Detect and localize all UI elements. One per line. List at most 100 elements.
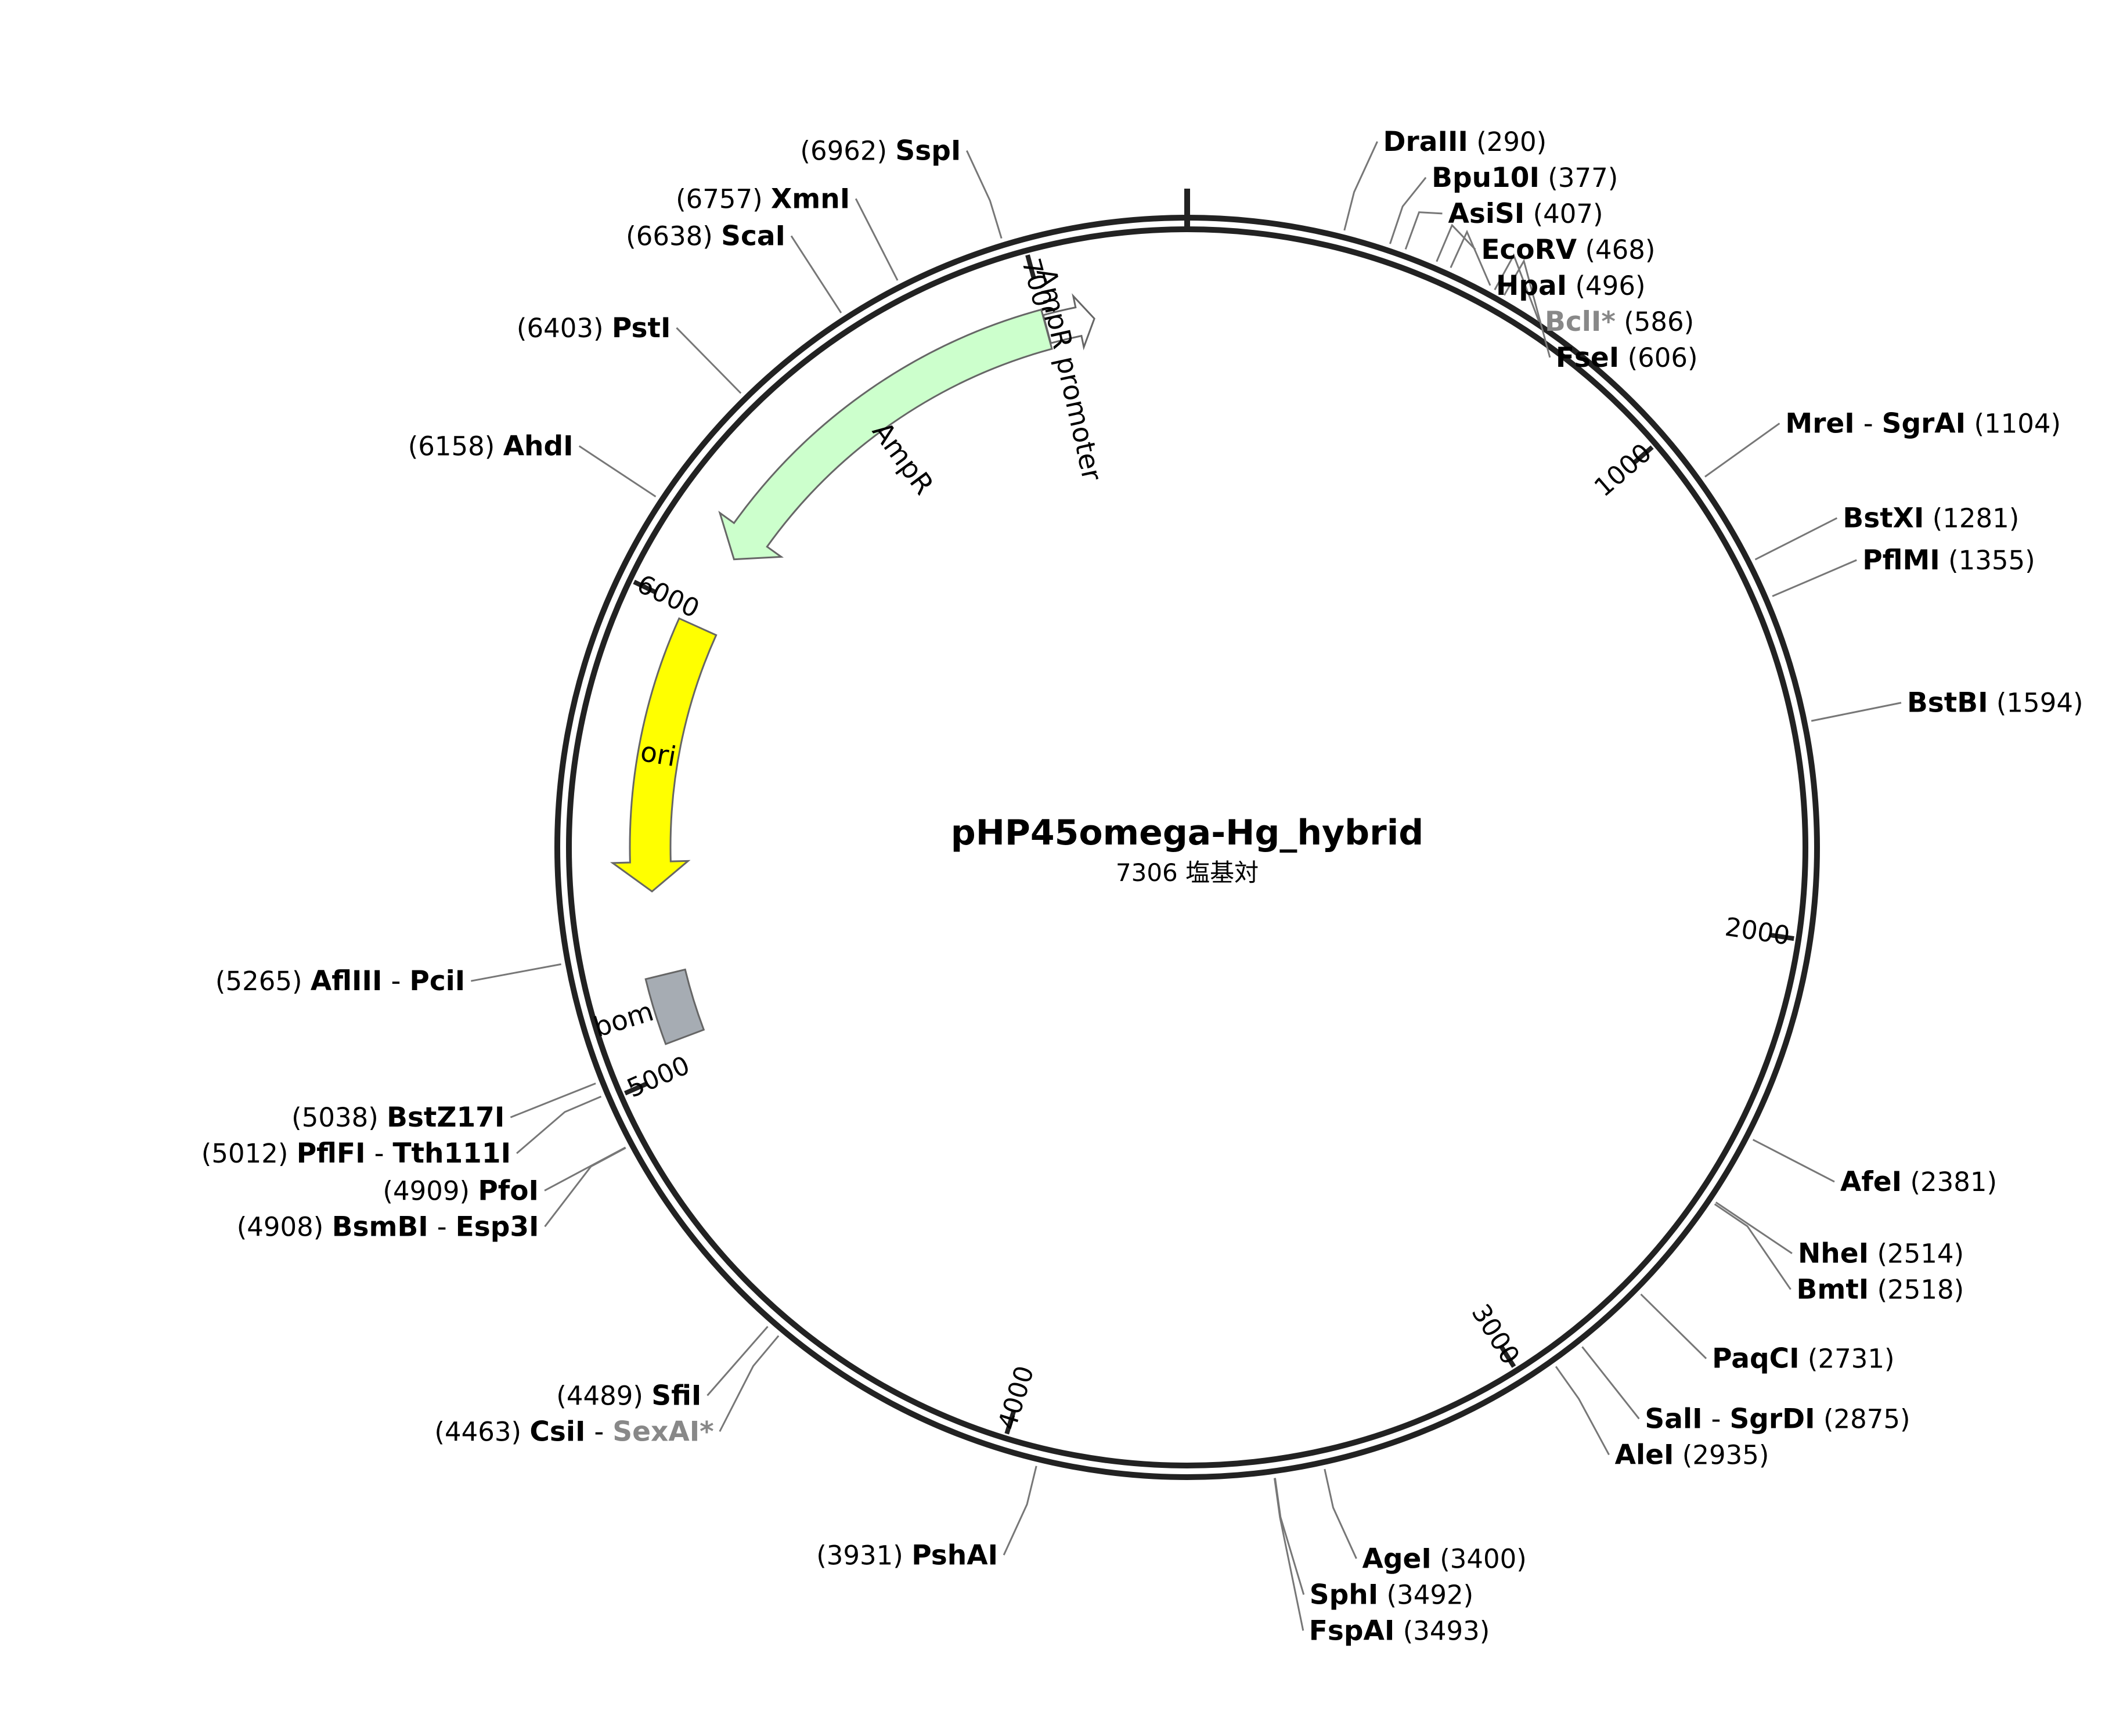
site-agei: AgeI (3400) xyxy=(1362,1543,1526,1575)
site-asisi: AsiSI (407) xyxy=(1448,198,1603,230)
site-draiii: DraIII (290) xyxy=(1383,126,1547,158)
site-leader-line xyxy=(1715,1201,1793,1254)
site-name: BstBI xyxy=(1907,687,1988,719)
site-name: Bpu10I xyxy=(1432,162,1540,194)
site-name: BsmBI xyxy=(332,1211,428,1243)
site-name: PflFI xyxy=(297,1138,366,1170)
site-position: (4463) xyxy=(434,1416,521,1447)
spacer xyxy=(378,1102,387,1133)
site-sali-sgrdi: SalI - SgrDI (2875) xyxy=(1645,1403,1910,1435)
tick-label: 2000 xyxy=(1723,912,1791,951)
site-leader-line xyxy=(1389,176,1427,244)
tick-mark xyxy=(624,1081,647,1096)
site-afei: AfeI (2381) xyxy=(1840,1166,1997,1198)
tick-mark xyxy=(1633,445,1654,464)
site-psti: (6403) PstI xyxy=(517,312,671,344)
site-name: Tth111I xyxy=(392,1138,511,1170)
site-sphi: SphI (3492) xyxy=(1310,1579,1473,1611)
site-bstz17i: (5038) BstZ17I xyxy=(291,1102,504,1134)
site-scai: (6638) ScaI xyxy=(626,220,785,252)
site-name: PflMI xyxy=(1862,544,1940,576)
site-name: DraIII xyxy=(1383,126,1468,158)
site-leader-line xyxy=(1752,1139,1835,1183)
site-position: (1281) xyxy=(1933,503,2020,534)
site-position: (586) xyxy=(1624,306,1694,337)
site-bpu10i: Bpu10I (377) xyxy=(1432,162,1618,194)
spacer xyxy=(1394,1615,1403,1646)
site-position: (5038) xyxy=(291,1102,378,1133)
site-csii-sexai: (4463) CsiI - SexAI* xyxy=(434,1416,713,1448)
site-position: (3400) xyxy=(1440,1543,1527,1574)
site-position: (6158) xyxy=(408,431,495,462)
site-fspai: FspAI (3493) xyxy=(1309,1615,1490,1647)
tick-mark xyxy=(633,579,656,594)
site-position: (6757) xyxy=(676,183,763,214)
spacer xyxy=(302,966,311,997)
site-pshai: (3931) PshAI xyxy=(816,1539,998,1571)
site-name: PfoI xyxy=(478,1175,539,1207)
spacer xyxy=(288,1138,296,1169)
site-position: (377) xyxy=(1548,163,1618,193)
spacer xyxy=(713,221,721,251)
spacer xyxy=(643,1380,651,1411)
site-position: (2381) xyxy=(1910,1167,1997,1197)
site-name-separator: - xyxy=(1703,1403,1730,1435)
site-name: SgrAI xyxy=(1882,407,1966,439)
site-position: (2935) xyxy=(1682,1439,1769,1470)
restriction-sites: DraIII (290) Bpu10I (377) AsiSI (407) EcoRV… xyxy=(201,126,2083,1647)
site-name: AflIII xyxy=(311,965,383,997)
spacer xyxy=(1940,545,1948,576)
spacer xyxy=(470,1175,478,1206)
spacer xyxy=(521,1416,529,1447)
site-position: (6638) xyxy=(626,221,713,251)
site-position: (1594) xyxy=(1996,688,2083,719)
feature-label-ampr: AmpR xyxy=(866,416,940,501)
spacer xyxy=(903,1540,911,1571)
site-leader-line xyxy=(1404,211,1443,250)
site-name: SgrDI xyxy=(1729,1403,1815,1435)
spacer xyxy=(604,313,612,344)
spacer xyxy=(1988,688,1996,719)
site-name: XmnI xyxy=(771,183,850,215)
tick-label: 1000 xyxy=(1589,438,1657,503)
site-position: (1104) xyxy=(1974,408,2061,439)
spacer xyxy=(1800,1344,1808,1374)
site-name: NheI xyxy=(1798,1238,1869,1270)
site-leader-line xyxy=(1274,1478,1305,1595)
site-position: (3931) xyxy=(816,1540,903,1571)
site-leader-line xyxy=(1581,1346,1640,1420)
site-position: (3492) xyxy=(1387,1579,1474,1610)
site-name: FseI xyxy=(1556,342,1619,374)
site-leader-line xyxy=(1450,229,1491,286)
tick-mark xyxy=(1025,254,1036,279)
site-name: BmtI xyxy=(1797,1274,1869,1306)
site-leader-line xyxy=(965,150,1003,239)
spacer xyxy=(1869,1275,1877,1305)
spacer xyxy=(495,431,503,462)
spacer xyxy=(1432,1543,1440,1574)
site-name: BstZ17I xyxy=(387,1102,504,1134)
site-sfii: (4489) SfiI xyxy=(556,1380,701,1412)
site-position: (2514) xyxy=(1877,1239,1964,1269)
spacer xyxy=(1674,1439,1682,1470)
spacer xyxy=(1468,127,1476,157)
site-position: (407) xyxy=(1533,198,1603,229)
site-bsmbi-esp3i: (4908) BsmBI - Esp3I xyxy=(237,1211,539,1243)
site-position: (496) xyxy=(1576,270,1646,301)
site-leader-line xyxy=(1754,517,1838,561)
site-name: EcoRV xyxy=(1481,234,1577,266)
site-leader-line xyxy=(855,198,899,281)
site-leaders xyxy=(471,141,1902,1631)
site-leader-line xyxy=(1494,253,1540,322)
site-name: AleI xyxy=(1615,1439,1674,1471)
tick-mark xyxy=(1771,933,1794,941)
site-position: (2731) xyxy=(1808,1344,1895,1374)
plasmid-backbone xyxy=(554,189,1820,1480)
site-leader-line xyxy=(1704,423,1780,478)
tick-label: 4000 xyxy=(993,1362,1040,1433)
site-leader-line xyxy=(1640,1293,1707,1359)
site-nhei: NheI (2514) xyxy=(1798,1238,1964,1270)
site-position: (468) xyxy=(1585,234,1655,265)
site-name: AgeI xyxy=(1362,1543,1431,1575)
